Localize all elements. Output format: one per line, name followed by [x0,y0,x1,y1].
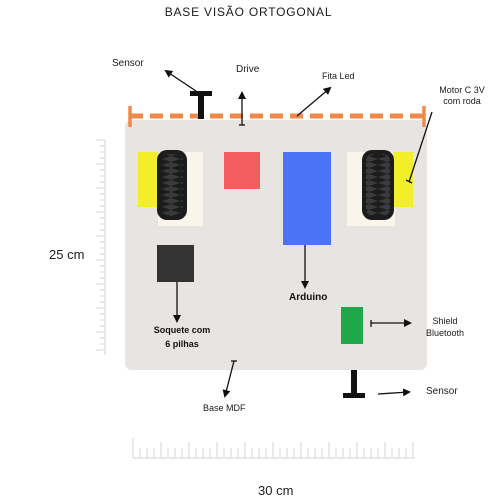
arduino-label: Arduino [289,292,328,303]
diagram-title: BASE VISÃO ORTOGONAL [164,5,333,19]
drive-label: Drive [236,64,260,75]
vertical-ruler [96,139,106,355]
height-dimension-label: 25 cm [49,247,85,262]
drive-module [224,152,260,189]
width-dimension-label: 30 cm [258,483,294,498]
wheel-icon [362,150,394,220]
right-motor [347,150,413,226]
soquete-label-line2: 6 pilhas [165,339,199,349]
base-mdf-label: Base MDF [203,403,246,413]
arduino-board [283,152,331,245]
left-motor [138,150,203,226]
sensor-t-icon [190,91,212,119]
shield-bluetooth [341,307,363,344]
led-strip [128,106,426,127]
sensor-top-label: Sensor [112,58,144,69]
soquete-label: Soquete com 6 pilhas [142,323,222,351]
sensor-t-icon [343,370,365,398]
motor-label: Motor C 3V com roda [430,85,494,107]
fita-led-label: Fita Led [322,71,355,81]
motor-label-line2: com roda [443,96,481,106]
motor-label-line1: Motor C 3V [439,85,485,95]
soquete-label-line1: Soquete com [153,325,211,335]
shield-label-line2: Bluetooth [425,328,465,338]
wheel-icon [157,150,187,220]
shield-label: Shield Bluetooth [418,315,472,339]
battery-holder [157,245,194,282]
horizontal-ruler [132,438,415,459]
sensor-bottom-label: Sensor [426,386,458,397]
arrow-icon [164,69,433,398]
shield-label-line1: Shield [432,316,458,326]
